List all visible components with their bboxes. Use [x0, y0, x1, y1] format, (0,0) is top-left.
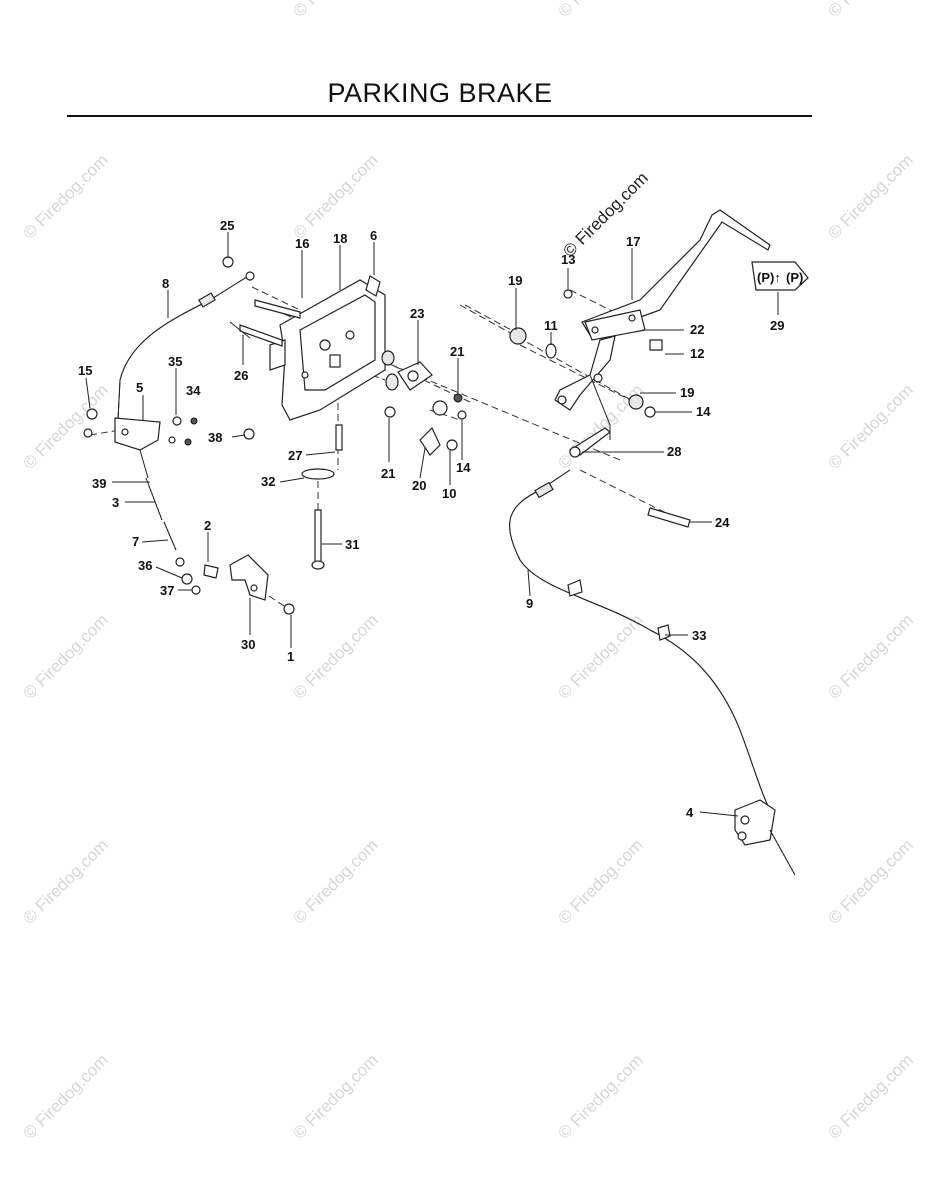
watermark: © Firedog.com [19, 150, 111, 242]
watermark-layer: © Firedog.com © Firedog.com © Firedog.co… [19, 0, 916, 1143]
callout-19-lower: 19 [680, 385, 694, 400]
callout-7: 7 [132, 534, 139, 549]
callout-22: 22 [690, 322, 704, 337]
rod-28 [568, 427, 691, 528]
callout-4: 4 [686, 805, 694, 820]
callout-1: 1 [287, 649, 294, 664]
bracket-5 [114, 417, 161, 451]
bolts [239, 275, 381, 570]
callout-8: 8 [162, 276, 169, 291]
watermark: © Firedog.com [824, 0, 916, 21]
cable-9 [509, 469, 771, 811]
watermark: © Firedog.com [824, 150, 916, 242]
watermark: © Firedog.com [824, 610, 916, 702]
title-rule [67, 115, 812, 117]
callout-6: 6 [370, 228, 377, 243]
callout-35: 35 [168, 354, 182, 369]
watermark: © Firedog.com [554, 0, 646, 21]
bracket-30 [203, 554, 295, 615]
callout-17: 17 [626, 234, 640, 249]
callout-20: 20 [412, 478, 426, 493]
callout-26: 26 [234, 368, 248, 383]
watermark: © Firedog.com [19, 1050, 111, 1142]
decal-symbol-right: (P) [786, 270, 803, 285]
decal-symbol-left: (P)↑ [757, 270, 781, 285]
watermark: © Firedog.com [824, 1050, 916, 1142]
callout-15: 15 [78, 363, 92, 378]
spring-assembly-3 [139, 449, 201, 595]
callout-2: 2 [204, 518, 211, 533]
callout-29: 29 [770, 318, 784, 333]
watermark: © Firedog.com [19, 610, 111, 702]
hardware-left [83, 256, 234, 446]
watermark: © Firedog.com [289, 1050, 381, 1142]
brake-assembly-4 [734, 799, 796, 876]
callout-5: 5 [136, 380, 143, 395]
callout-10: 10 [442, 486, 456, 501]
callout-9: 9 [526, 596, 533, 611]
callout-3: 3 [112, 495, 119, 510]
callout-39: 39 [92, 476, 106, 491]
watermark: © Firedog.com [289, 835, 381, 927]
watermark: © Firedog.com [19, 380, 111, 472]
callout-25: 25 [220, 218, 234, 233]
page-title: PARKING BRAKE [327, 78, 553, 108]
callout-19: 19 [508, 273, 522, 288]
watermark: © Firedog.com [289, 610, 381, 702]
callout-30: 30 [241, 637, 255, 652]
watermark: © Firedog.com [19, 835, 111, 927]
callout-labels: 25 16 18 6 8 35 34 15 5 26 23 19 13 17 2… [78, 218, 784, 820]
callout-37: 37 [160, 583, 174, 598]
callout-24: 24 [715, 515, 730, 530]
callout-32: 32 [261, 474, 275, 489]
watermark: © Firedog.com [289, 150, 381, 242]
watermark: © Firedog.com [554, 610, 646, 702]
callout-28: 28 [667, 444, 681, 459]
brake-handle-17 [554, 209, 771, 440]
callout-14: 14 [696, 404, 711, 419]
callout-21: 21 [450, 344, 464, 359]
callout-13: 13 [561, 252, 575, 267]
center-parts [381, 327, 557, 456]
leader-lines [85, 232, 779, 817]
callout-38: 38 [208, 430, 222, 445]
callout-16: 16 [295, 236, 309, 251]
callout-21-lower: 21 [381, 466, 395, 481]
watermark: © Firedog.com [824, 835, 916, 927]
decal-29: (P)↑ (P) [751, 261, 809, 291]
callout-34: 34 [186, 383, 201, 398]
watermark: © Firedog.com [554, 835, 646, 927]
cable-8 [117, 271, 255, 421]
callout-31: 31 [345, 537, 359, 552]
callout-18: 18 [333, 231, 347, 246]
callout-27: 27 [288, 448, 302, 463]
watermark: © Firedog.com [289, 0, 381, 21]
callout-36: 36 [138, 558, 152, 573]
main-bracket-18 [269, 279, 386, 421]
callout-11: 11 [544, 318, 558, 333]
callout-33: 33 [692, 628, 706, 643]
watermark: © Firedog.com [554, 1050, 646, 1142]
callout-14-lower: 14 [456, 460, 471, 475]
callout-23: 23 [410, 306, 424, 321]
watermark: © Firedog.com [824, 380, 916, 472]
callout-12: 12 [690, 346, 704, 361]
